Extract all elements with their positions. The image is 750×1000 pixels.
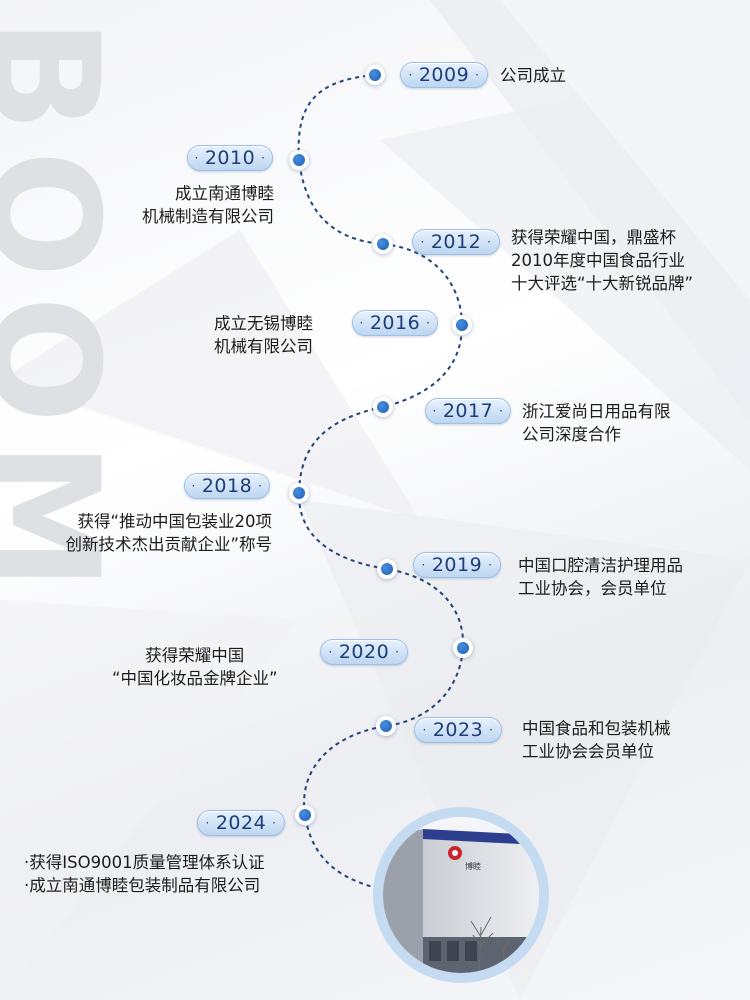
year-label: 2009	[418, 64, 470, 86]
timeline-dot-2023	[376, 716, 396, 736]
timeline-dot-2016	[452, 315, 472, 335]
event-line: 成立南通博睦	[175, 184, 274, 203]
event-text-2020: 获得荣耀中国 “中国化妆品金牌企业”	[112, 644, 278, 690]
event-line: 机械有限公司	[214, 337, 313, 356]
event-line: 获得荣耀中国	[145, 646, 245, 665]
event-line: 创新技术杰出贡献企业”称号	[65, 535, 272, 554]
year-badge-2024: ·2024·	[197, 810, 285, 836]
year-badge-2016: ·2016·	[352, 310, 438, 336]
event-line: 中国口腔清洁护理用品	[518, 556, 683, 575]
building-sign-text: 博睦	[465, 862, 481, 871]
year-badge-2009: ·2009·	[400, 62, 488, 88]
event-line: 2010年度中国食品行业	[511, 251, 685, 270]
event-line: 公司深度合作	[522, 425, 621, 444]
event-line: 十大评选“十大新锐品牌”	[511, 274, 694, 293]
year-badge-2018: ·2018·	[184, 473, 270, 499]
timeline-dot-2020	[453, 638, 473, 658]
event-line: “中国化妆品金牌企业”	[112, 669, 278, 688]
event-line: 成立无锡博睦	[214, 314, 313, 333]
year-label: 2023	[432, 719, 484, 741]
event-line: 获得荣耀中国，鼎盛杯	[511, 228, 676, 247]
timeline-dot-2009	[365, 65, 385, 85]
year-badge-2019: ·2019·	[413, 552, 501, 578]
event-text-2009: 公司成立	[500, 64, 566, 87]
timeline-dot-2024	[295, 805, 315, 825]
event-line: 机械制造有限公司	[142, 207, 274, 226]
event-line: 工业协会会员单位	[522, 742, 654, 761]
event-line: 公司成立	[500, 66, 566, 85]
year-label: 2010	[204, 147, 256, 169]
event-line: 获得“推动中国包装业20项	[77, 512, 272, 531]
event-line: ·成立南通博睦包装制品有限公司	[24, 876, 261, 895]
year-badge-2020: ·2020·	[320, 639, 408, 665]
event-text-2012: 获得荣耀中国，鼎盛杯 2010年度中国食品行业 十大评选“十大新锐品牌”	[511, 226, 693, 295]
year-label: 2018	[201, 475, 253, 497]
event-text-2023: 中国食品和包装机械 工业协会会员单位	[522, 717, 671, 763]
event-line: 工业协会，会员单位	[518, 579, 667, 598]
timeline-dot-2012	[373, 234, 393, 254]
year-label: 2024	[215, 812, 267, 834]
event-text-2016: 成立无锡博睦 机械有限公司	[214, 312, 313, 358]
year-label: 2020	[338, 641, 390, 663]
event-text-2024: ·获得ISO9001质量管理体系认证 ·成立南通博睦包装制品有限公司	[24, 851, 265, 897]
year-label: 2016	[369, 312, 421, 334]
event-text-2019: 中国口腔清洁护理用品 工业协会，会员单位	[518, 554, 683, 600]
timeline-dot-2019	[377, 559, 397, 579]
event-text-2018: 获得“推动中国包装业20项 创新技术杰出贡献企业”称号	[65, 510, 272, 556]
year-badge-2023: ·2023·	[414, 717, 502, 743]
year-badge-2012: ·2012·	[412, 229, 500, 255]
event-text-2010: 成立南通博睦 机械制造有限公司	[142, 182, 274, 228]
building-illustration	[383, 817, 539, 973]
year-label: 2012	[430, 231, 482, 253]
event-line: 浙江爱尚日用品有限	[522, 402, 671, 421]
building-photo-frame: 博睦	[373, 807, 549, 983]
building-photo: 博睦	[383, 817, 539, 973]
timeline-dot-2010	[289, 150, 309, 170]
year-badge-2017: ·2017·	[425, 398, 511, 424]
timeline-dot-2018	[289, 483, 309, 503]
event-line: ·获得ISO9001质量管理体系认证	[24, 853, 265, 872]
event-line: 中国食品和包装机械	[522, 719, 671, 738]
year-label: 2019	[431, 554, 483, 576]
year-badge-2010: ·2010·	[187, 145, 273, 171]
year-label: 2017	[442, 400, 494, 422]
event-text-2017: 浙江爱尚日用品有限 公司深度合作	[522, 400, 671, 446]
timeline-dot-2017	[373, 397, 393, 417]
